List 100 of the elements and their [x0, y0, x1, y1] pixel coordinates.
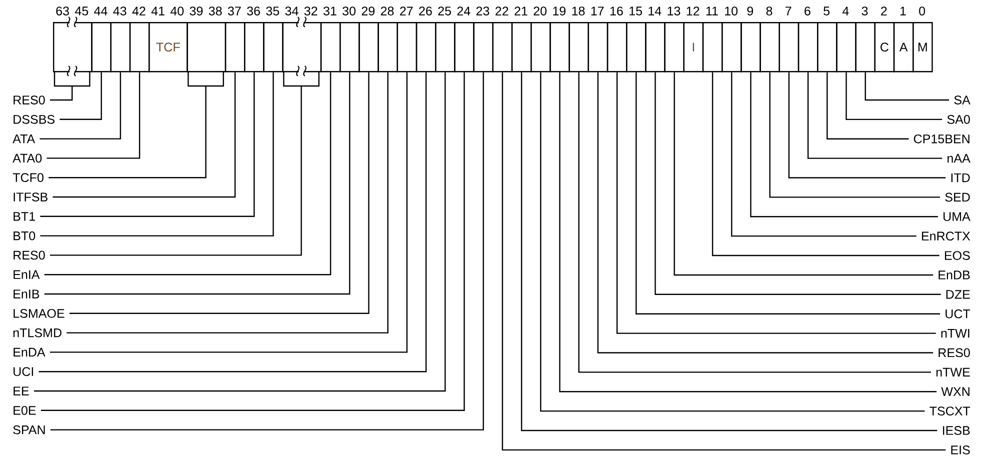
register-field	[550, 22, 570, 72]
leader-line	[864, 72, 950, 101]
bit-number: 41	[151, 6, 164, 16]
register-field	[435, 22, 456, 72]
register-field	[110, 22, 131, 72]
field-name: UCI	[14, 367, 34, 376]
bit-number: 15	[630, 6, 642, 16]
leader-line	[731, 72, 916, 237]
register-field	[530, 22, 551, 72]
bit-number: 43	[113, 6, 126, 16]
register-field	[702, 22, 723, 72]
register-field	[568, 22, 589, 72]
register-field	[244, 22, 264, 72]
field-name: EnRCTX	[922, 232, 970, 241]
register-field	[740, 22, 761, 72]
bit-number: 34	[285, 6, 298, 16]
register-field	[454, 22, 474, 72]
register-field	[129, 22, 150, 72]
register-field	[263, 22, 284, 72]
register-field	[416, 22, 436, 72]
bit-number: 40	[170, 6, 184, 16]
register-field	[91, 22, 112, 72]
bit-number: 27	[400, 6, 413, 16]
register-field	[340, 22, 360, 72]
field-name: EnIA	[14, 270, 40, 279]
field-name: UCT	[946, 309, 970, 318]
register-field	[778, 22, 800, 72]
field-name: SA	[954, 96, 970, 104]
register-field	[645, 22, 666, 72]
bit-number: 24	[457, 6, 470, 16]
register-field: I	[683, 22, 704, 72]
register-field: TCF	[148, 22, 188, 72]
field-name: ATA0	[12, 154, 42, 163]
register-field	[798, 22, 818, 72]
field-name: EnIB	[14, 290, 40, 298]
field-name: SA0	[947, 115, 970, 124]
bit-number: 7	[786, 6, 792, 16]
leader-line	[52, 72, 236, 198]
bit-number: 32	[304, 6, 318, 16]
register-field	[511, 22, 532, 72]
field-name: DSSBS	[14, 114, 55, 124]
field-name: nTWE	[936, 368, 970, 376]
bit-number: 38	[208, 6, 222, 16]
leader-line	[712, 72, 940, 256]
field-name: RES0	[14, 250, 45, 260]
field-name: RES0	[938, 348, 970, 358]
bit-number: 0	[919, 6, 926, 16]
leader-line	[750, 72, 938, 218]
register-field	[722, 22, 742, 72]
bit-number: 23	[476, 6, 490, 16]
bit-number: 44	[94, 6, 108, 16]
leader-line	[769, 72, 940, 198]
field-name: RES0	[14, 96, 45, 104]
bit-number: 42	[132, 6, 146, 16]
register-field: C	[874, 22, 895, 72]
bit-number: 25	[438, 6, 451, 16]
register-field	[224, 22, 246, 72]
register-field	[664, 22, 684, 72]
bit-number: 5	[824, 6, 830, 16]
field-name: nTLSMD	[13, 328, 62, 338]
bit-number: 26	[419, 6, 432, 16]
register-field	[855, 22, 876, 72]
field-name: SED	[945, 192, 970, 202]
field-name: ITFSB	[14, 192, 48, 202]
bit-number: 35	[266, 6, 280, 16]
bit-number: 28	[380, 6, 394, 16]
bit-number: 2	[881, 6, 887, 16]
bit-number: 6	[804, 6, 810, 16]
bit-number: 31	[323, 6, 336, 16]
field-name: TCF0	[12, 173, 44, 182]
bit-number: 21	[514, 6, 528, 16]
leader-line	[49, 70, 320, 256]
leader-line	[49, 70, 90, 101]
bit-number: 19	[553, 6, 566, 16]
leader-line	[846, 72, 942, 120]
bit-number: 39	[190, 6, 203, 16]
register-field: M	[912, 22, 933, 72]
bit-number: 20	[534, 6, 547, 16]
bit-number: 14	[648, 6, 662, 16]
bit-number: 29	[362, 6, 375, 16]
bit-number: 22	[496, 6, 508, 16]
register-field	[626, 22, 646, 72]
leader-line	[40, 72, 274, 236]
register-field	[606, 22, 628, 72]
bit-number: 30	[342, 6, 356, 16]
bit-number: 37	[228, 6, 241, 16]
field-name: DZE	[946, 290, 970, 299]
bit-number: 17	[591, 6, 604, 16]
bit-number: 45	[74, 6, 88, 16]
field-name: EnDB	[938, 270, 970, 280]
field-name: EIS	[951, 446, 970, 454]
leader-line	[826, 72, 909, 140]
field-name: LSMAOE	[14, 308, 64, 318]
leader-line	[807, 72, 942, 159]
register-field	[836, 22, 856, 72]
leader-line	[788, 72, 946, 178]
field-name: EE	[14, 386, 29, 396]
bit-number: 11	[706, 6, 718, 16]
bit-number: 12	[686, 6, 700, 16]
register-field	[492, 22, 513, 72]
